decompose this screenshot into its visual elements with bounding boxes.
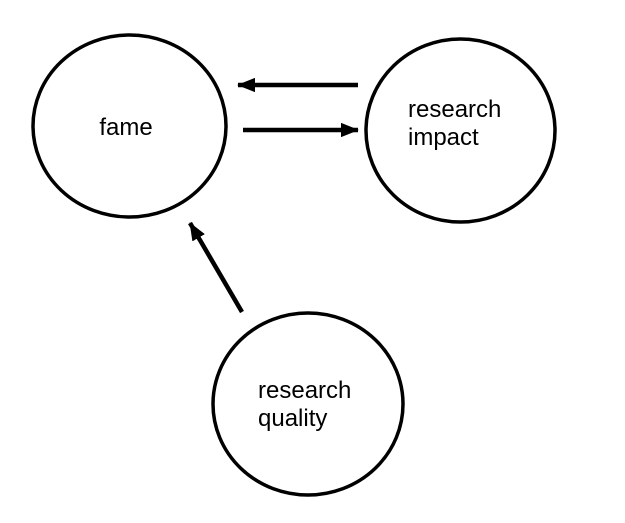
fame-node — [31, 33, 228, 219]
fame-label: fame — [99, 114, 152, 141]
research-quality-label-line2: quality — [258, 405, 327, 432]
research-quality-node — [211, 311, 405, 497]
research-quality-label-line1: research — [258, 377, 351, 404]
research-impact-node — [364, 37, 557, 224]
research-impact-label-line1: research — [408, 96, 501, 123]
research-impact-label-line2: impact — [408, 124, 479, 151]
arrow-research-quality-to-fame — [188, 221, 244, 314]
